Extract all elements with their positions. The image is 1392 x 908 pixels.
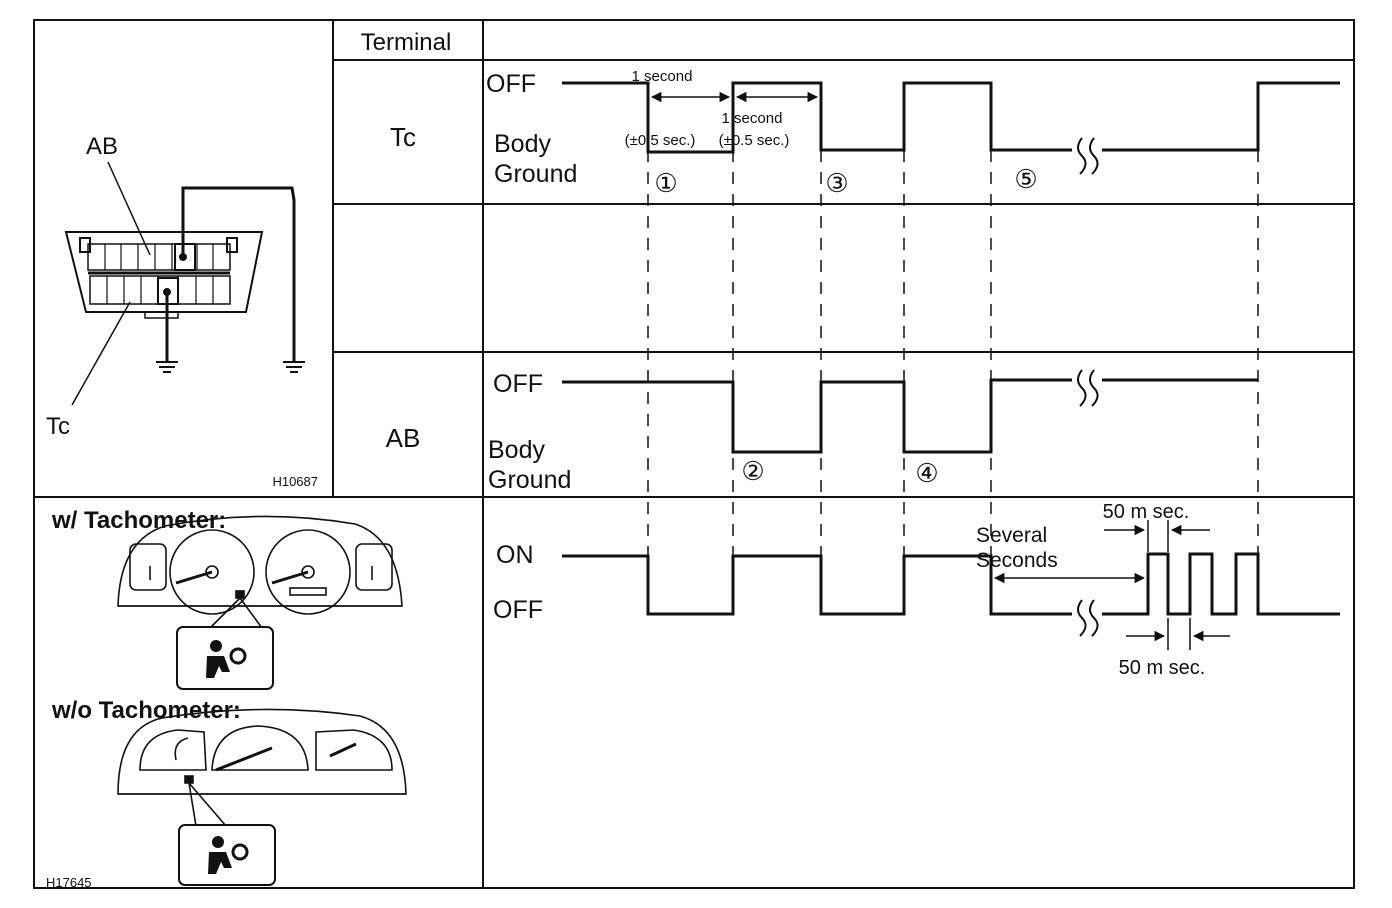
several-seconds-line1: Several (976, 524, 1047, 547)
tc-break-symbol (1077, 137, 1099, 175)
airbag-warning-lamp-w-tach (176, 626, 274, 690)
tc-timing-2: 1 second (722, 110, 783, 127)
tc-tolerance-2: (±0.5 sec.) (719, 132, 790, 149)
meter-figure-code: H17645 (46, 875, 92, 890)
table-frame (33, 19, 1355, 889)
ab-body-label: Body (488, 436, 545, 464)
ab-row-label: AB (386, 423, 421, 453)
dlc-connector-illustration (64, 161, 305, 406)
pulse-width-top: 50 m sec. (1103, 501, 1190, 523)
step-5-marker: ⑤ (1014, 164, 1037, 194)
combination-meter-with-tachometer (117, 515, 403, 629)
tc-waveform (562, 81, 1340, 154)
tc-terminal-label: Tc (46, 413, 70, 440)
tc-ground-label: Ground (494, 160, 577, 188)
ab-ground-label: Ground (488, 466, 571, 494)
light-off-label: OFF (493, 596, 543, 624)
light-on-label: ON (496, 541, 534, 569)
ab-break-symbol (1077, 369, 1099, 407)
pulse-width-bottom: 50 m sec. (1119, 657, 1206, 679)
step-2-marker: ② (741, 456, 764, 486)
light-timing-arrows (993, 520, 1230, 650)
step-1-marker: ① (654, 168, 677, 198)
step-3-marker: ③ (825, 168, 848, 198)
light-break-symbol (1077, 599, 1099, 637)
tc-timing-1: 1 second (632, 68, 693, 85)
airbag-warning-lamp-wo-tach (178, 824, 276, 886)
connector-figure-code: H10687 (272, 474, 318, 489)
tc-row-label: Tc (390, 122, 416, 152)
ab-off-label: OFF (493, 370, 543, 398)
combination-meter-without-tachometer (117, 708, 407, 827)
terminal-header: Terminal (361, 29, 452, 56)
without-tachometer-label: w/o Tachometer: (51, 697, 241, 724)
tc-tolerance-1: (±0.5 sec.) (625, 132, 696, 149)
warning-light-waveform (562, 552, 1340, 616)
tc-body-label: Body (494, 130, 551, 158)
ab-waveform (562, 378, 1258, 454)
step-4-marker: ④ (915, 458, 938, 488)
ab-terminal-label: AB (86, 133, 118, 160)
tc-off-label: OFF (486, 70, 536, 98)
several-seconds-line2: Seconds (976, 549, 1058, 572)
